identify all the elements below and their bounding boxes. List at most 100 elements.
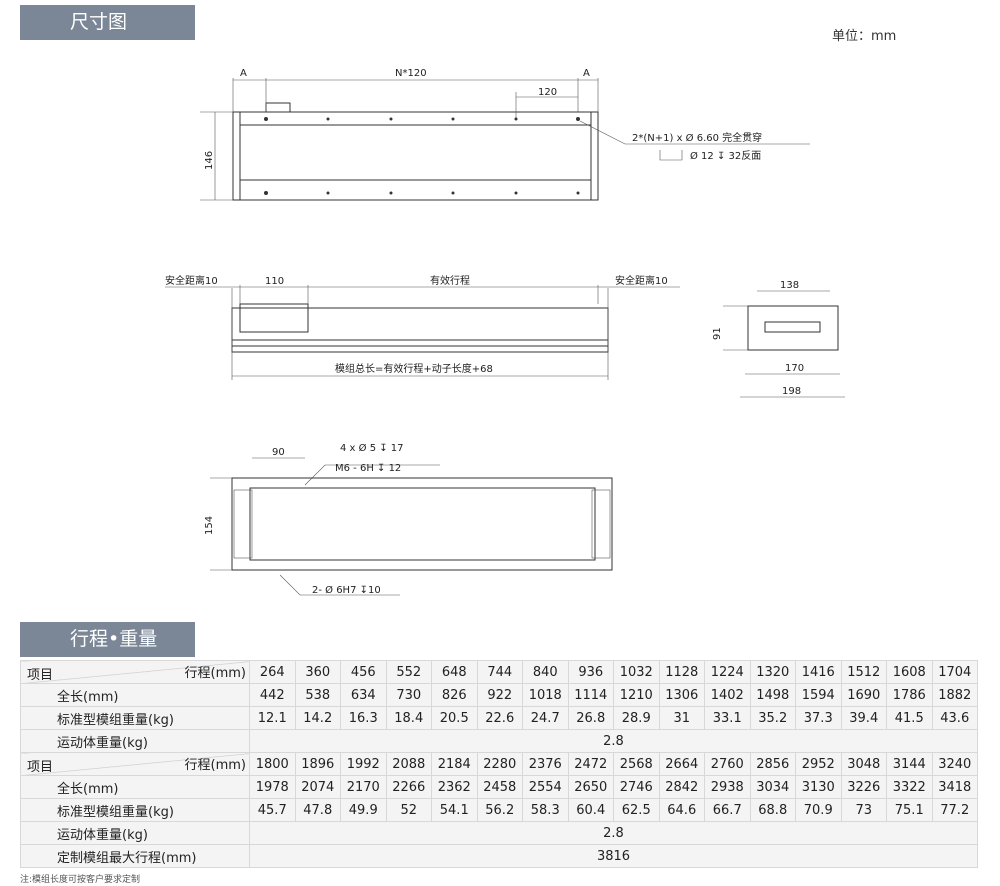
length-cell: 2266 [385,775,432,799]
length-cell: 3034 [749,775,796,799]
moving-weight-cell: 2.8 [249,821,978,845]
weight-cell: 16.3 [340,706,387,730]
stroke-cell: 2568 [613,752,660,776]
side-view-drawing: 安全距离10 110 有效行程 安全距离10 模组总长=有效行程+动子长度+68 [165,274,680,380]
length-cell: 2842 [658,775,705,799]
stroke-cell: 1704 [931,660,978,684]
stroke-cell: 2952 [795,752,842,776]
unit-label: 单位：mm [832,29,897,44]
weight-cell: 64.6 [658,798,705,822]
length-cell: 538 [294,683,341,707]
end-view-drawing: 138 91 170 198 [712,280,845,398]
stroke-cell: 2280 [476,752,523,776]
length-cell: 3418 [931,775,978,799]
dim-pitch-total: N*120 [395,68,427,79]
weight-cell: 41.5 [886,706,933,730]
section-title-stroke-weight: 行程•重量 [20,622,195,657]
stroke-cell: 360 [294,660,341,684]
weight-cell: 35.2 [749,706,796,730]
length-cell: 2746 [613,775,660,799]
stroke-cell: 1032 [613,660,660,684]
weight-cell: 47.8 [294,798,341,822]
stroke-cell: 1320 [749,660,796,684]
weight-cell: 31 [658,706,705,730]
dimension-drawings: A N*120 A 120 146 2*(N+1) x Ø 6.60 完全贯穿 … [165,68,845,596]
weight-cell: 58.3 [522,798,569,822]
stroke-cell: 2088 [385,752,432,776]
weight-cell: 14.2 [294,706,341,730]
weight-cell: 56.2 [476,798,523,822]
length-cell: 1978 [249,775,296,799]
dim-pitch: 120 [538,87,557,98]
row-label: 标准型模组重量(kg) [20,706,250,730]
total-length-formula: 模组总长=有效行程+动子长度+68 [335,362,493,375]
top-view-drawing: A N*120 A 120 146 2*(N+1) x Ø 6.60 完全贯穿 … [200,68,810,201]
row-label: 全长(mm) [20,683,250,707]
stroke-cell: 264 [249,660,296,684]
row-label: 运动体重量(kg) [20,821,250,845]
stroke-cell: 3048 [840,752,887,776]
dim-91: 91 [712,327,723,340]
dim-safe-left: 安全距离10 [165,274,218,287]
length-cell: 826 [431,683,478,707]
stroke-cell: 2472 [567,752,614,776]
bottom-view-drawing: 90 4 x Ø 5 ↧ 17 M6 - 6H ↧ 12 154 2- Ø 6H… [204,442,613,596]
stroke-cell: 1896 [294,752,341,776]
stroke-cell: 3144 [886,752,933,776]
dim-effective-stroke: 有效行程 [430,274,470,287]
table-row-moving: 运动体重量(kg)2.8 [20,729,978,753]
stroke-cell: 648 [431,660,478,684]
stroke-cell: 2184 [431,752,478,776]
length-cell: 3322 [886,775,933,799]
length-cell: 3226 [840,775,887,799]
length-cell: 1306 [658,683,705,707]
dim-154: 154 [204,516,215,535]
stroke-cell: 3240 [931,752,978,776]
stroke-cell: 456 [340,660,387,684]
length-cell: 2074 [294,775,341,799]
header-cell: 行程(mm)项目 [20,660,250,684]
weight-cell: 12.1 [249,706,296,730]
dim-198: 198 [782,386,801,397]
stroke-cell: 2760 [704,752,751,776]
length-cell: 1786 [886,683,933,707]
stroke-cell: 2664 [658,752,705,776]
weight-cell: 73 [840,798,887,822]
weight-cell: 24.7 [522,706,569,730]
length-cell: 1690 [840,683,887,707]
length-cell: 442 [249,683,296,707]
weight-cell: 20.5 [431,706,478,730]
header-cell: 行程(mm)项目 [20,752,250,776]
item-header-label: 项目 [27,760,54,775]
length-cell: 3130 [795,775,842,799]
weight-cell: 75.1 [886,798,933,822]
hole-note-1: 4 x Ø 5 ↧ 17 [340,442,404,454]
length-cell: 2458 [476,775,523,799]
stroke-cell: 1608 [886,660,933,684]
dim-height-146: 146 [204,151,215,170]
length-cell: 2170 [340,775,387,799]
length-cell: 2938 [704,775,751,799]
dim-170: 170 [785,363,804,374]
stroke-cell: 840 [522,660,569,684]
stroke-cell: 744 [476,660,523,684]
stroke-cell: 1416 [795,660,842,684]
length-cell: 1882 [931,683,978,707]
stroke-header-label: 行程(mm) [184,666,246,681]
length-cell: 2554 [522,775,569,799]
weight-cell: 33.1 [704,706,751,730]
stroke-cell: 552 [385,660,432,684]
table-row-moving: 运动体重量(kg)2.8 [20,821,978,845]
length-cell: 1210 [613,683,660,707]
stroke-cell: 936 [567,660,614,684]
pin-hole-note: 2- Ø 6H7 ↧10 [312,584,381,596]
weight-cell: 18.4 [385,706,432,730]
length-cell: 1594 [795,683,842,707]
stroke-cell: 1992 [340,752,387,776]
stroke-cell: 1512 [840,660,887,684]
